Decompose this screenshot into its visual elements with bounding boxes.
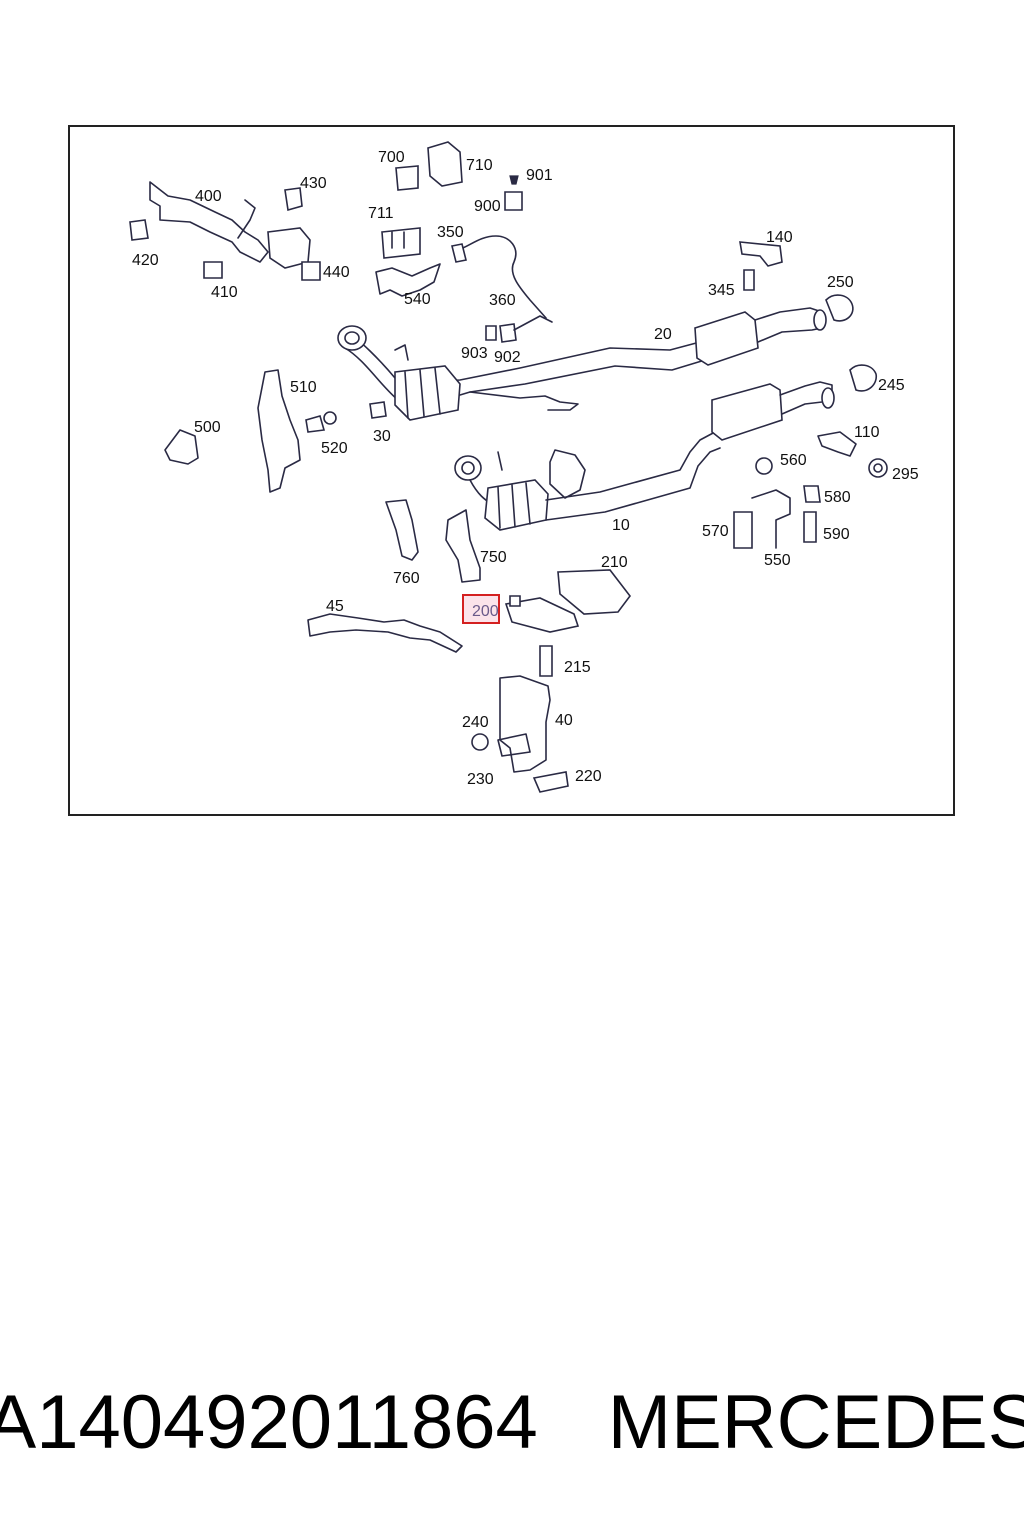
part-label-710: 710: [466, 157, 493, 174]
part-label-345: 345: [708, 282, 735, 299]
part-label-140: 140: [766, 229, 793, 246]
exhaust-pipe-20: [337, 307, 827, 421]
bracket-400-group: [129, 181, 321, 281]
part-label-901: 901: [526, 167, 553, 184]
part-label-215: 215: [564, 659, 591, 676]
part-label-200[interactable]: 200: [472, 603, 499, 620]
part-label-550: 550: [764, 552, 791, 569]
highlight-box-200: [462, 594, 500, 624]
part-label-110: 110: [854, 424, 880, 441]
part-label-711: 711: [368, 205, 394, 222]
part-label-250: 250: [827, 274, 854, 291]
part-label-570: 570: [702, 523, 729, 540]
part-label-360: 360: [489, 292, 516, 309]
part-label-500: 500: [194, 419, 221, 436]
right-side-parts: [739, 241, 888, 478]
bottom-parts: [307, 499, 632, 793]
part-label-240: 240: [462, 714, 489, 731]
part-label-520: 520: [321, 440, 348, 457]
part-label-40: 40: [555, 712, 573, 729]
diagram-frame: [68, 125, 955, 816]
exhaust-pipe-10: [454, 381, 835, 531]
right-mid-parts: [733, 457, 821, 549]
part-number: A140492011864: [0, 1379, 538, 1465]
part-label-560: 560: [780, 452, 807, 469]
brand-name: MERCEDES: [607, 1379, 1024, 1465]
part-label-700: 700: [378, 149, 405, 166]
part-label-510: 510: [290, 379, 317, 396]
small-parts-700-711: [375, 141, 553, 343]
part-label-410: 410: [211, 284, 238, 301]
part-footer: A140492011864 MERCEDES: [0, 1372, 1024, 1472]
part-label-45: 45: [326, 598, 344, 615]
part-label-430: 430: [300, 175, 327, 192]
part-label-210: 210: [601, 554, 628, 571]
part-label-230: 230: [467, 771, 494, 788]
part-label-903: 903: [461, 345, 488, 362]
part-label-902: 902: [494, 349, 521, 366]
part-label-590: 590: [823, 526, 850, 543]
part-label-580: 580: [824, 489, 851, 506]
part-label-245: 245: [878, 377, 905, 394]
part-label-400: 400: [195, 188, 222, 205]
part-label-20: 20: [654, 326, 672, 343]
part-label-440: 440: [323, 264, 350, 281]
part-label-900: 900: [474, 198, 501, 215]
part-label-760: 760: [393, 570, 420, 587]
part-label-350: 350: [437, 224, 464, 241]
part-label-30: 30: [373, 428, 391, 445]
left-brackets: [164, 369, 387, 493]
part-label-10: 10: [612, 517, 630, 534]
part-label-420: 420: [132, 252, 159, 269]
part-label-295: 295: [892, 466, 919, 483]
part-label-750: 750: [480, 549, 507, 566]
part-label-220: 220: [575, 768, 602, 785]
part-label-540: 540: [404, 291, 431, 308]
